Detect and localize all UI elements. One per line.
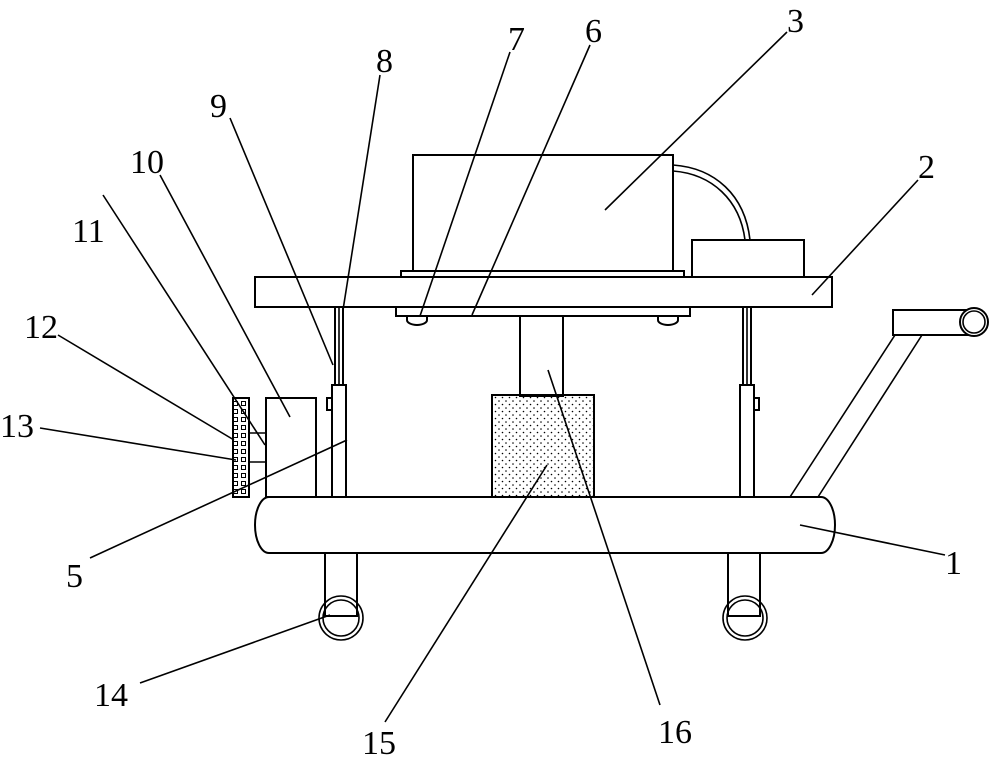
table-top	[254, 276, 833, 308]
label-7: 7	[508, 21, 525, 58]
label-8: 8	[376, 43, 393, 80]
label-9: 9	[210, 88, 227, 125]
label-14: 14	[94, 677, 128, 714]
label-12: 12	[24, 309, 58, 346]
label-13: 13	[0, 408, 34, 445]
label-16: 16	[658, 714, 692, 751]
lift-column	[519, 313, 564, 397]
right-wheel-assembly	[722, 549, 768, 641]
bolt-right	[657, 315, 679, 326]
bolt-left	[406, 315, 428, 326]
right-post	[739, 306, 760, 498]
label-6: 6	[585, 13, 602, 50]
cable	[672, 164, 751, 241]
base-frame	[254, 496, 836, 554]
control-box	[691, 239, 805, 278]
leader-lines	[39, 31, 946, 723]
label-11: 11	[72, 213, 105, 250]
label-10: 10	[130, 144, 164, 181]
left-post	[326, 306, 347, 498]
label-3: 3	[787, 3, 804, 40]
brush-plate	[232, 397, 250, 498]
push-handle	[789, 307, 989, 498]
label-15: 15	[362, 725, 396, 762]
label-5: 5	[66, 558, 83, 595]
left-wheel-assembly	[318, 549, 364, 641]
weight-block	[491, 394, 595, 498]
motor-box	[265, 397, 317, 498]
label-2: 2	[918, 149, 935, 186]
main-device	[412, 154, 674, 272]
label-1: 1	[945, 545, 962, 582]
